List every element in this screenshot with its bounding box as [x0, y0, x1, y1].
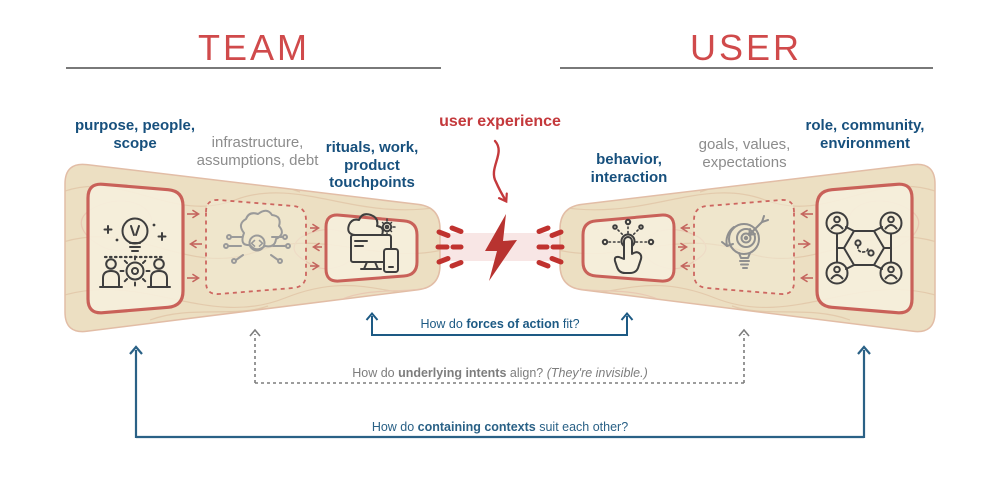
question-forces-pre: How do — [420, 317, 467, 331]
user-experience-label: user experience — [439, 113, 561, 130]
ux-pointer-arrow — [492, 139, 506, 201]
question-intents-bold: underlying intents — [398, 366, 507, 380]
question-forces: How do forces of action fit? — [0, 317, 1000, 331]
team-stage-label-infrastructure: infrastructure, assumptions, debt — [196, 134, 319, 169]
user-stage-label-goals: goals, values, expectations — [698, 136, 791, 171]
community-network-icon — [825, 211, 903, 285]
question-forces-bold: forces of action — [466, 317, 560, 331]
question-contexts-post: suit each other? — [535, 420, 629, 434]
question-intents: How do underlying intents align? (They'r… — [0, 366, 1000, 380]
intents-bracket — [249, 328, 750, 384]
stage-box-inner — [324, 213, 419, 283]
user-stage-label-behavior: behavior, interaction — [590, 151, 668, 186]
devices-cloud-icon — [347, 213, 399, 273]
question-forces-post: fit? — [559, 317, 580, 331]
lightning-clash-icon — [435, 214, 562, 281]
question-contexts: How do containing contexts suit each oth… — [0, 420, 1000, 434]
goal-target-bulb-icon — [721, 215, 769, 269]
brain-circuit-icon — [223, 209, 291, 264]
team-header: TEAM — [197, 27, 310, 68]
question-contexts-bold: containing contexts — [417, 420, 536, 434]
question-intents-pre: How do — [352, 366, 399, 380]
stage-box-middle-dashed — [205, 199, 307, 295]
idea-people-icon — [99, 217, 171, 288]
exchange-arrows — [187, 209, 322, 283]
user-header: USER — [689, 27, 803, 68]
team-stage-label-rituals: rituals, work, product touchpoints — [325, 139, 419, 192]
team-stage-label-purpose: purpose, people, scope — [75, 117, 196, 152]
question-intents-note: (They're invisible.) — [546, 366, 648, 380]
stage-box-outer — [86, 182, 185, 315]
contexts-bracket — [129, 345, 871, 439]
question-contexts-pre: How do — [371, 420, 418, 434]
user-stage-label-role: role, community, environment — [805, 117, 925, 152]
forces-bracket — [365, 311, 634, 336]
touch-interaction-icon — [601, 218, 655, 274]
question-intents-post: align? — [506, 366, 547, 380]
